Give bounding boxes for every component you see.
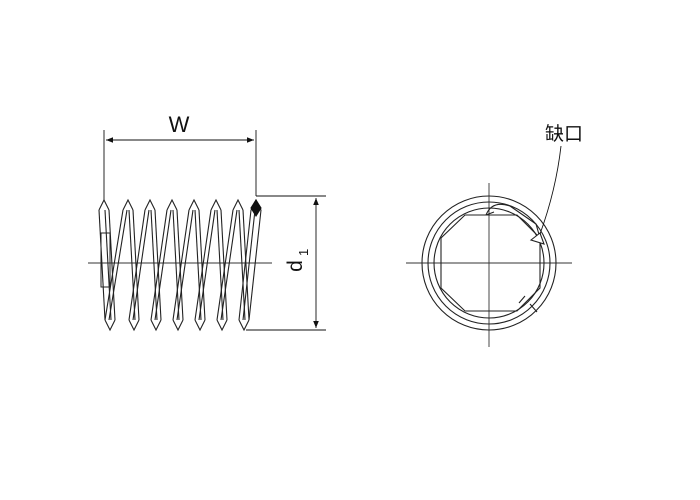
coil-crest-bottom [150, 319, 162, 332]
coil-crest-bottom [216, 319, 228, 332]
coil-crest-bottom [104, 319, 116, 332]
coil-crest-bottom [238, 319, 250, 332]
coil-flank [220, 209, 228, 321]
coil-group [98, 198, 262, 332]
coil-flank [198, 209, 206, 321]
diameter-dimension [246, 195, 326, 331]
coil-flank [128, 209, 146, 321]
coil-crest-top [210, 198, 222, 211]
coil-flank [194, 209, 202, 321]
bottom-notch [518, 295, 538, 313]
coil-flank [132, 209, 150, 321]
coil-flank [150, 209, 158, 321]
coil-flank [128, 209, 136, 321]
front-view [406, 183, 572, 347]
front-tang [485, 203, 541, 239]
coil-flank [150, 209, 168, 321]
coil-crest-bottom [172, 319, 184, 332]
coil-flank [132, 209, 140, 321]
coil-flank [198, 209, 216, 321]
coil-flank [104, 209, 124, 321]
coil-crest-bottom [194, 319, 206, 332]
outer-ring [421, 195, 557, 331]
second-ring [427, 201, 551, 325]
d1-letter: d [284, 260, 307, 272]
coil-crest-bottom [128, 319, 140, 332]
coil-crest-top [232, 198, 244, 211]
inner-ring [433, 207, 545, 319]
tang [100, 232, 111, 288]
coil-flank [172, 209, 180, 321]
coil-flank [176, 209, 194, 321]
coil-flank [248, 209, 262, 321]
w-label: W [169, 112, 190, 137]
coil-flank [238, 209, 252, 321]
coil-flank [98, 209, 106, 321]
d1-subscript: 1 [296, 249, 311, 256]
coil-flank [242, 209, 256, 321]
coil-flank [104, 209, 112, 321]
coil-flank [154, 209, 172, 321]
width-dimension [103, 130, 257, 200]
notch-leader-line [539, 145, 562, 235]
coil-flank [238, 209, 246, 321]
coil-crest-top [98, 198, 110, 211]
notch-label: 缺口 [545, 123, 583, 145]
coil-flank [108, 209, 116, 321]
side-view [88, 198, 272, 332]
thread-end-marker [250, 198, 262, 218]
coil-flank [216, 209, 224, 321]
coil-crest-top [122, 198, 134, 211]
coil-flank [154, 209, 162, 321]
coil-crest-top [166, 198, 178, 211]
coil-flank [172, 209, 190, 321]
coil-flank [194, 209, 212, 321]
inner-bore [440, 214, 541, 312]
coil-flank [108, 209, 128, 321]
d1-label: d 1 [284, 249, 311, 272]
coil-flank [242, 209, 250, 321]
coil-flank [216, 209, 234, 321]
coil-flank [176, 209, 184, 321]
coil-crest-top [188, 198, 200, 211]
coil-crest-top [144, 198, 156, 211]
notch-marker [529, 232, 545, 245]
coil-flank [220, 209, 238, 321]
